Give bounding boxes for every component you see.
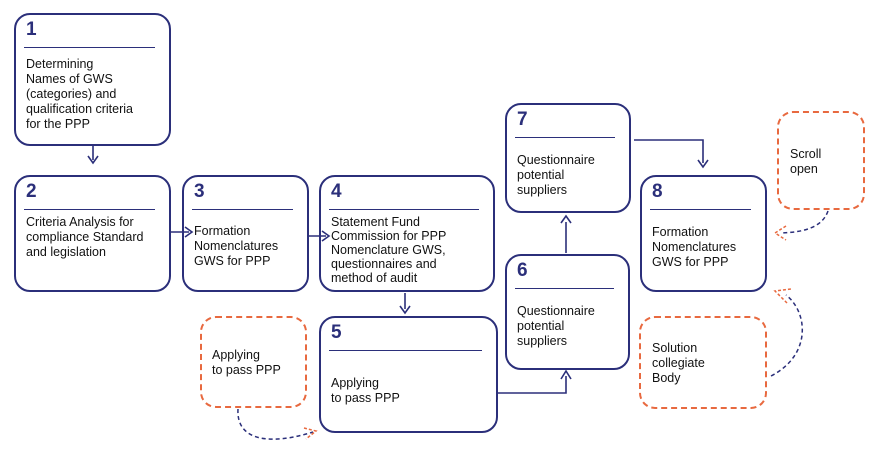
arrowhead-6-7 [560,214,572,224]
step-7-box: 7 Questionnaire potential suppliers [505,103,631,213]
note-scroll-line-1: Scroll [790,147,822,161]
step-1-divider [24,47,155,48]
step-6-divider [515,288,614,289]
step-6-box: 6 Questionnaire potential suppliers [505,254,630,370]
step-7-divider [515,137,615,138]
step-3-line-2: Nomenclatures [194,239,279,253]
step-5-number: 5 [331,322,342,343]
note-solution-box: Solution collegiate Body [639,316,767,409]
step-8-box: 8 Formation Nomenclatures GWS for PPP [640,175,767,292]
step-5-divider [329,350,482,351]
step-5-line-1: Applying [331,376,379,390]
step-3-box: 3 Formation Nomenclatures GWS for PPP [182,175,309,292]
arrowhead-applying-5 [303,427,318,440]
step-5-line-2: to pass PPP [331,391,400,405]
step-6-line-2: potential [517,319,565,333]
connector-5-6 [498,376,567,394]
step-1-box: 1 Determining Names of GWS (categories) … [14,13,171,146]
step-7-line-3: suppliers [517,183,568,197]
note-scroll-line-2: open [790,162,818,176]
step-4-line-1: Statement Fund [331,215,420,229]
step-8-line-2: Nomenclatures [652,240,737,254]
connector-7-8 [634,139,704,163]
step-7-line-2: potential [517,168,565,182]
step-1-line-2: Names of GWS [26,72,113,86]
note-solution-line-3: Body [652,371,681,385]
note-applying-box: Applying to pass PPP [200,316,307,408]
arrowhead-2-3 [184,226,194,238]
step-3-divider [192,209,293,210]
step-2-line-3: and legislation [26,245,106,259]
step-3-line-3: GWS for PPP [194,254,271,268]
step-1-number: 1 [26,19,37,40]
note-scroll-box: Scroll open [777,111,865,210]
step-5-box: 5 Applying to pass PPP [319,316,498,433]
step-1-line-4: qualification criteria [26,102,133,116]
step-8-divider [650,209,751,210]
step-2-box: 2 Criteria Analysis for compliance Stand… [14,175,171,292]
step-4-line-2: Commission for PPP [331,229,447,243]
step-6-line-3: suppliers [517,334,568,348]
connector-applying-5 [237,408,314,440]
step-7-number: 7 [517,109,528,130]
arrowhead-1-2 [87,155,99,165]
arrowhead-3-4 [321,230,331,242]
step-2-divider [24,209,155,210]
step-4-number: 4 [331,181,342,202]
arrowhead-4-5 [399,305,411,315]
step-6-number: 6 [517,260,528,281]
step-3-line-1: Formation [194,224,251,238]
note-applying-line-2: to pass PPP [212,363,281,377]
step-2-line-1: Criteria Analysis for [26,215,134,229]
step-1-line-1: Determining [26,57,94,71]
step-2-number: 2 [26,181,37,202]
step-1-line-5: for the PPP [26,117,90,131]
note-applying-line-1: Applying [212,348,260,362]
connector-solution-8 [770,294,804,377]
step-8-number: 8 [652,181,663,202]
arrowhead-scroll-8 [773,225,787,241]
step-4-divider [329,209,479,210]
step-1-line-3: (categories) and [26,87,117,101]
step-4-box: 4 Statement Fund Commission for PPP Nome… [319,175,495,292]
step-6-line-1: Questionnaire [517,304,595,318]
step-7-line-1: Questionnaire [517,153,595,167]
arrowhead-solution-8 [773,288,792,304]
step-4-line-4: questionnaires and [331,257,437,271]
arrowhead-5-6 [560,369,572,380]
step-4-line-5: method of audit [331,271,418,285]
note-solution-line-1: Solution [652,341,698,355]
step-2-line-2: compliance Standard [26,230,144,244]
note-solution-line-2: collegiate [652,356,705,370]
step-3-number: 3 [194,181,205,202]
connector-scroll-8 [781,210,829,234]
step-8-line-3: GWS for PPP [652,255,729,269]
step-4-line-3: Nomenclature GWS, [331,243,446,257]
arrowhead-7-8 [697,159,709,169]
step-8-line-1: Formation [652,225,709,239]
